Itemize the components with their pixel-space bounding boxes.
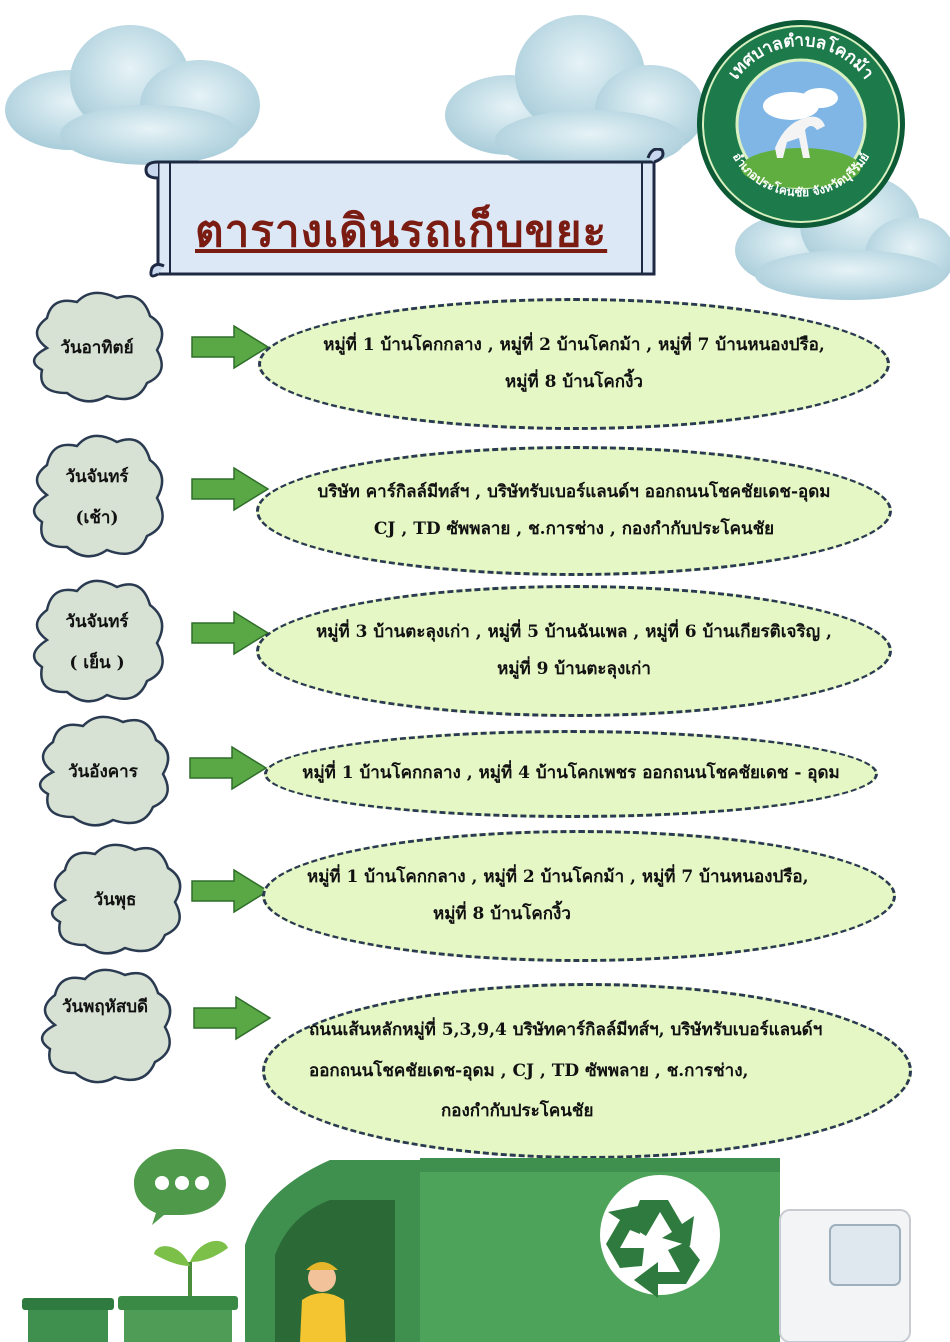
schedule-line: หมู่ที่ 3 บ้านตะลุงเก่า , หมู่ที่ 5 บ้าน…	[316, 621, 832, 642]
day-label: วันอาทิตย์	[60, 337, 134, 358]
day-label: วันจันทร์	[65, 611, 129, 632]
day-label: วันพุธ	[93, 889, 137, 910]
arrow-right-icon	[189, 745, 268, 791]
schedule-pill-monday-morning: บริษัท คาร์กิลล์มีทส์ฯ , บริษัทรับเบอร์แ…	[256, 446, 892, 576]
chat-bubble-icon	[134, 1149, 226, 1225]
day-cloud-tuesday: วันอังคาร	[28, 712, 178, 832]
arrow-right-icon	[191, 610, 270, 656]
schedule-line: ออกถนนโชคชัยเดช-อุดม , CJ , TD ซัพพลาย ,…	[309, 1060, 749, 1081]
schedule-line: หมู่ที่ 1 บ้านโคกกลาง , หมู่ที่ 2 บ้านโค…	[307, 866, 809, 887]
day-cloud-sunday: วันอาทิตย์	[22, 288, 172, 408]
logo-seal-icon: เทศบาลตำบลโคกม้า อำเภอประโคนชัย จังหวัดบ…	[697, 20, 905, 228]
day-sub-label: (เช้า)	[75, 507, 119, 528]
plant-sprout-icon	[154, 1240, 228, 1300]
arrow-right-icon	[191, 324, 270, 370]
schedule-line: บริษัท คาร์กิลล์มีทส์ฯ , บริษัทรับเบอร์แ…	[317, 481, 831, 502]
schedule-line: หมู่ที่ 1 บ้านโคกกลาง , หมู่ที่ 2 บ้านโค…	[323, 334, 825, 355]
day-cloud-thursday: วันพฤหัสบดี	[30, 965, 180, 1090]
cloud-top-left	[5, 25, 260, 165]
schedule-line: CJ , TD ซัพพลาย , ช.การช่าง , กองกำกับปร…	[373, 519, 775, 539]
day-sub-label: ( เย็น )	[69, 652, 125, 673]
schedule-pill-sunday: หมู่ที่ 1 บ้านโคกกลาง , หมู่ที่ 2 บ้านโค…	[258, 298, 890, 430]
garbage-truck-illustration	[22, 1158, 911, 1342]
arrow-right-icon	[191, 466, 270, 512]
arrow-right-icon	[193, 995, 272, 1041]
day-cloud-monday-morning: วันจันทร์ (เช้า)	[22, 430, 172, 565]
schedule-pill-monday-evening: หมู่ที่ 3 บ้านตะลุงเก่า , หมู่ที่ 5 บ้าน…	[256, 585, 892, 717]
schedule-line: หมู่ที่ 8 บ้านโคกงิ้ว	[505, 372, 643, 392]
schedule-pill-tuesday: หมู่ที่ 1 บ้านโคกกลาง , หมู่ที่ 4 บ้านโค…	[264, 730, 878, 818]
schedule-pill-thursday: ถนนเส้นหลักหมู่ที่ 5,3,9,4 บริษัทคาร์กิล…	[262, 983, 912, 1159]
day-cloud-wednesday: วันพุธ	[40, 840, 190, 960]
day-label: วันจันทร์	[65, 466, 129, 487]
schedule-line: กองกำกับประโคนชัย	[441, 1101, 594, 1122]
title-banner	[142, 147, 667, 283]
page-title: ตารางเดินรถเก็บขยะ	[195, 206, 608, 257]
schedule-line: หมู่ที่ 1 บ้านโคกกลาง , หมู่ที่ 4 บ้านโค…	[302, 763, 840, 784]
schedule-line: ถนนเส้นหลักหมู่ที่ 5,3,9,4 บริษัทคาร์กิล…	[309, 1019, 823, 1040]
arrow-right-icon	[191, 868, 270, 914]
day-label: วันพฤหัสบดี	[61, 997, 149, 1017]
day-label: วันอังคาร	[68, 761, 138, 782]
scroll-banner-icon	[144, 147, 665, 278]
day-cloud-monday-evening: วันจันทร์ ( เย็น )	[22, 575, 172, 710]
municipality-logo: เทศบาลตำบลโคกม้า อำเภอประโคนชัย จังหวัดบ…	[695, 18, 907, 230]
schedule-pill-wednesday: หมู่ที่ 1 บ้านโคกกลาง , หมู่ที่ 2 บ้านโค…	[262, 830, 896, 962]
schedule-line: หมู่ที่ 9 บ้านตะลุงเก่า	[497, 659, 651, 679]
cloud-top-center	[445, 15, 705, 170]
schedule-line: หมู่ที่ 8 บ้านโคกงิ้ว	[433, 904, 571, 924]
